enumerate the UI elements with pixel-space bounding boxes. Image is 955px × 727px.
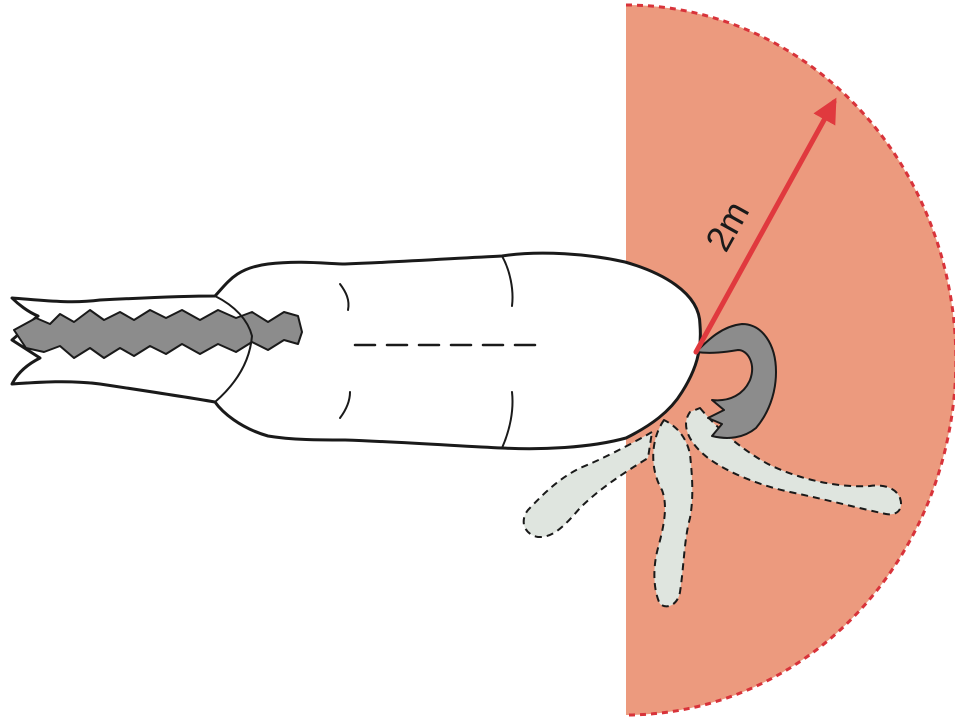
horse-kick-zone-diagram: 2m (0, 0, 955, 727)
